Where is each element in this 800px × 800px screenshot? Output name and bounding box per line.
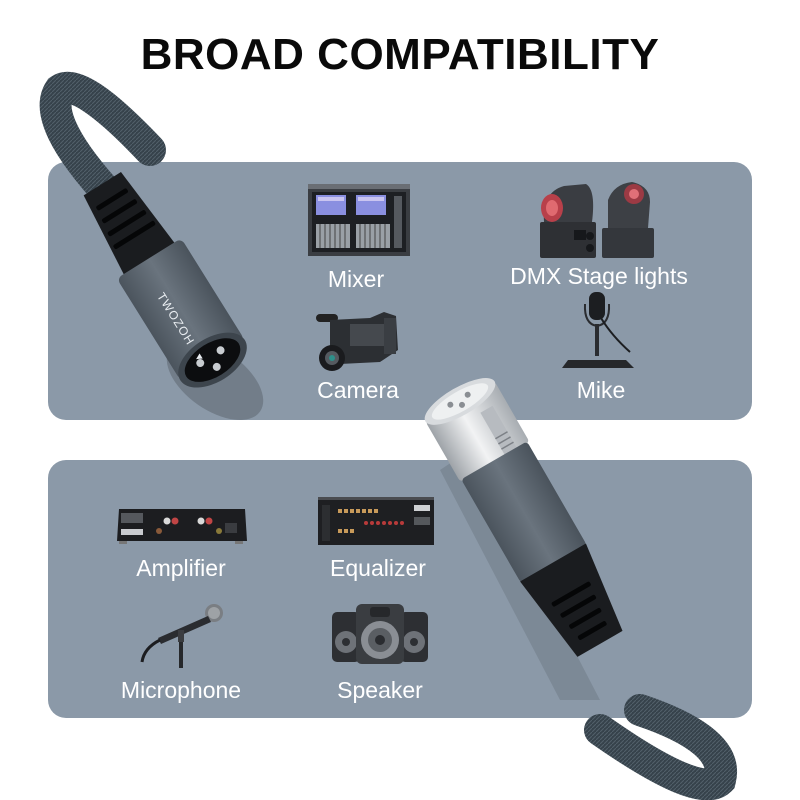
device-label-mike: Mike bbox=[576, 377, 626, 403]
page-title: BROAD COMPATIBILITY bbox=[140, 30, 660, 79]
mixer-icon bbox=[308, 184, 410, 256]
device-label-speaker: Speaker bbox=[337, 677, 423, 703]
device-label-mixer: Mixer bbox=[327, 266, 385, 292]
camera-icon bbox=[316, 312, 398, 371]
device-label-amplifier: Amplifier bbox=[136, 555, 226, 581]
device-label-camera: Camera bbox=[317, 377, 399, 403]
equalizer-icon bbox=[318, 497, 434, 545]
handheld-microphone-icon bbox=[140, 604, 223, 668]
device-label-equalizer: Equalizer bbox=[330, 555, 426, 581]
stage-lights-icon bbox=[540, 182, 654, 258]
speaker-icon bbox=[332, 604, 428, 664]
studio-mic-icon bbox=[562, 292, 634, 368]
device-label-microphone: Microphone bbox=[120, 677, 242, 703]
amplifier-icon bbox=[117, 509, 247, 544]
device-label-dmx-stage-lights: DMX Stage lights bbox=[510, 263, 688, 289]
